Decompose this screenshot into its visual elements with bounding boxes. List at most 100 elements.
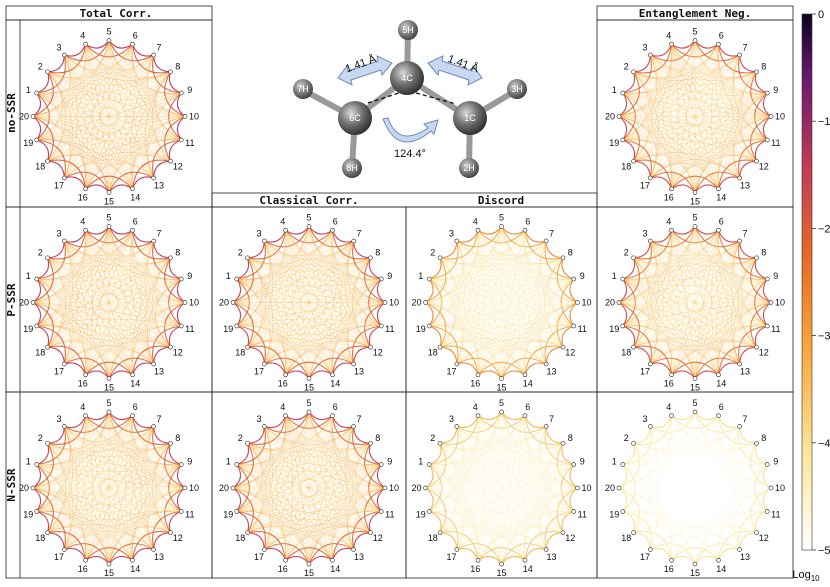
chord-link [501,230,526,379]
chord-node-label: 18 [428,533,438,543]
chord-node-label: 17 [640,180,650,190]
chord-link [85,278,182,375]
chord-link [439,257,502,379]
chord-link [131,531,171,561]
chord-node [426,323,432,329]
chord-link [717,415,740,429]
chord-link [264,415,289,550]
chord-link [236,257,371,327]
chord-link [622,278,757,348]
chord-node [754,530,759,536]
chord-link [762,278,772,303]
chord-link [32,443,171,489]
chord-node-label: 3 [642,414,647,424]
chord-node-label: 19 [416,509,426,519]
chord-link [477,555,502,565]
chord-link [622,139,636,162]
header-discord: Discord [478,194,524,207]
chord-node-label: 20 [19,112,29,122]
chord-link [650,54,675,189]
atom-h5-label: 5H [402,25,414,35]
chord-node [306,376,312,381]
chord-link [477,487,578,561]
chord-link [545,426,564,444]
chord-link [738,510,768,550]
chord-node-label: 18 [35,533,45,543]
chord-link [618,116,628,141]
chord-link [36,415,133,512]
chord-link [618,226,696,303]
chord-link [439,278,574,348]
chord-link [633,278,768,348]
chord-node-label: 11 [771,324,780,334]
chord-link [32,302,171,348]
chord-node [151,52,157,58]
chord-link [618,71,757,117]
chord-link [650,543,696,565]
chord-link [622,325,740,365]
chord-node [764,90,770,96]
chord-link [694,543,740,565]
chord-link [108,226,133,375]
chord-link [308,443,371,565]
chord-node-label: 2 [430,248,435,258]
chord-link [47,137,182,162]
chord-node-label: 5 [499,398,504,408]
chord-link [285,361,333,376]
chord-link [456,357,502,379]
chord-node [499,224,504,229]
chord-link [108,543,154,565]
chord-node [130,413,135,419]
chord-node [45,158,50,164]
chord-link [264,325,382,365]
chord-node [560,530,566,536]
chord-link [633,531,673,561]
chord-link [618,278,768,303]
chord-link [618,487,640,533]
chord-node [61,238,67,244]
chord-link [650,230,675,365]
chord-node-label: 4 [473,217,478,227]
chord-node [178,137,184,143]
chord-link [715,44,740,179]
chord-node [30,114,36,119]
chord-link [429,508,564,533]
chord-link [622,443,636,466]
chord-link [36,510,154,550]
chord-link [247,240,265,259]
chord-link [85,302,186,375]
chord-link [671,40,696,189]
chord-link [176,92,186,117]
chord-link [717,44,740,57]
chord-link [622,278,719,375]
chord-link [153,160,171,179]
chord-link [618,487,696,565]
chord-link [85,230,110,379]
chord-node-label: 11 [185,138,194,148]
chord-link [425,487,447,533]
chord-node [34,90,40,96]
chord-node-label: 1 [226,271,231,281]
chord-link [425,257,447,303]
colorbar-unit-label: Log10 [792,569,820,583]
chord-node [151,361,157,367]
chord-link [308,226,371,348]
chord-link [264,230,287,243]
chord-link [64,302,186,365]
chord-node [560,255,566,261]
chord-link [501,226,564,348]
chord-node-label: 4 [80,31,85,41]
atom-h7-label: 7H [297,84,309,94]
chord-link [671,415,719,429]
chord-link [32,92,42,117]
chord-link [429,464,564,533]
chord-link [556,487,578,533]
chord-link [622,92,757,162]
chord-node [130,227,135,233]
chord-node-label: 19 [609,509,619,519]
chord-node-label: 2 [624,433,629,443]
chord-link [501,226,526,235]
chord-node-label: 19 [23,509,33,519]
chord-link [331,345,371,375]
chord-node [130,186,135,192]
